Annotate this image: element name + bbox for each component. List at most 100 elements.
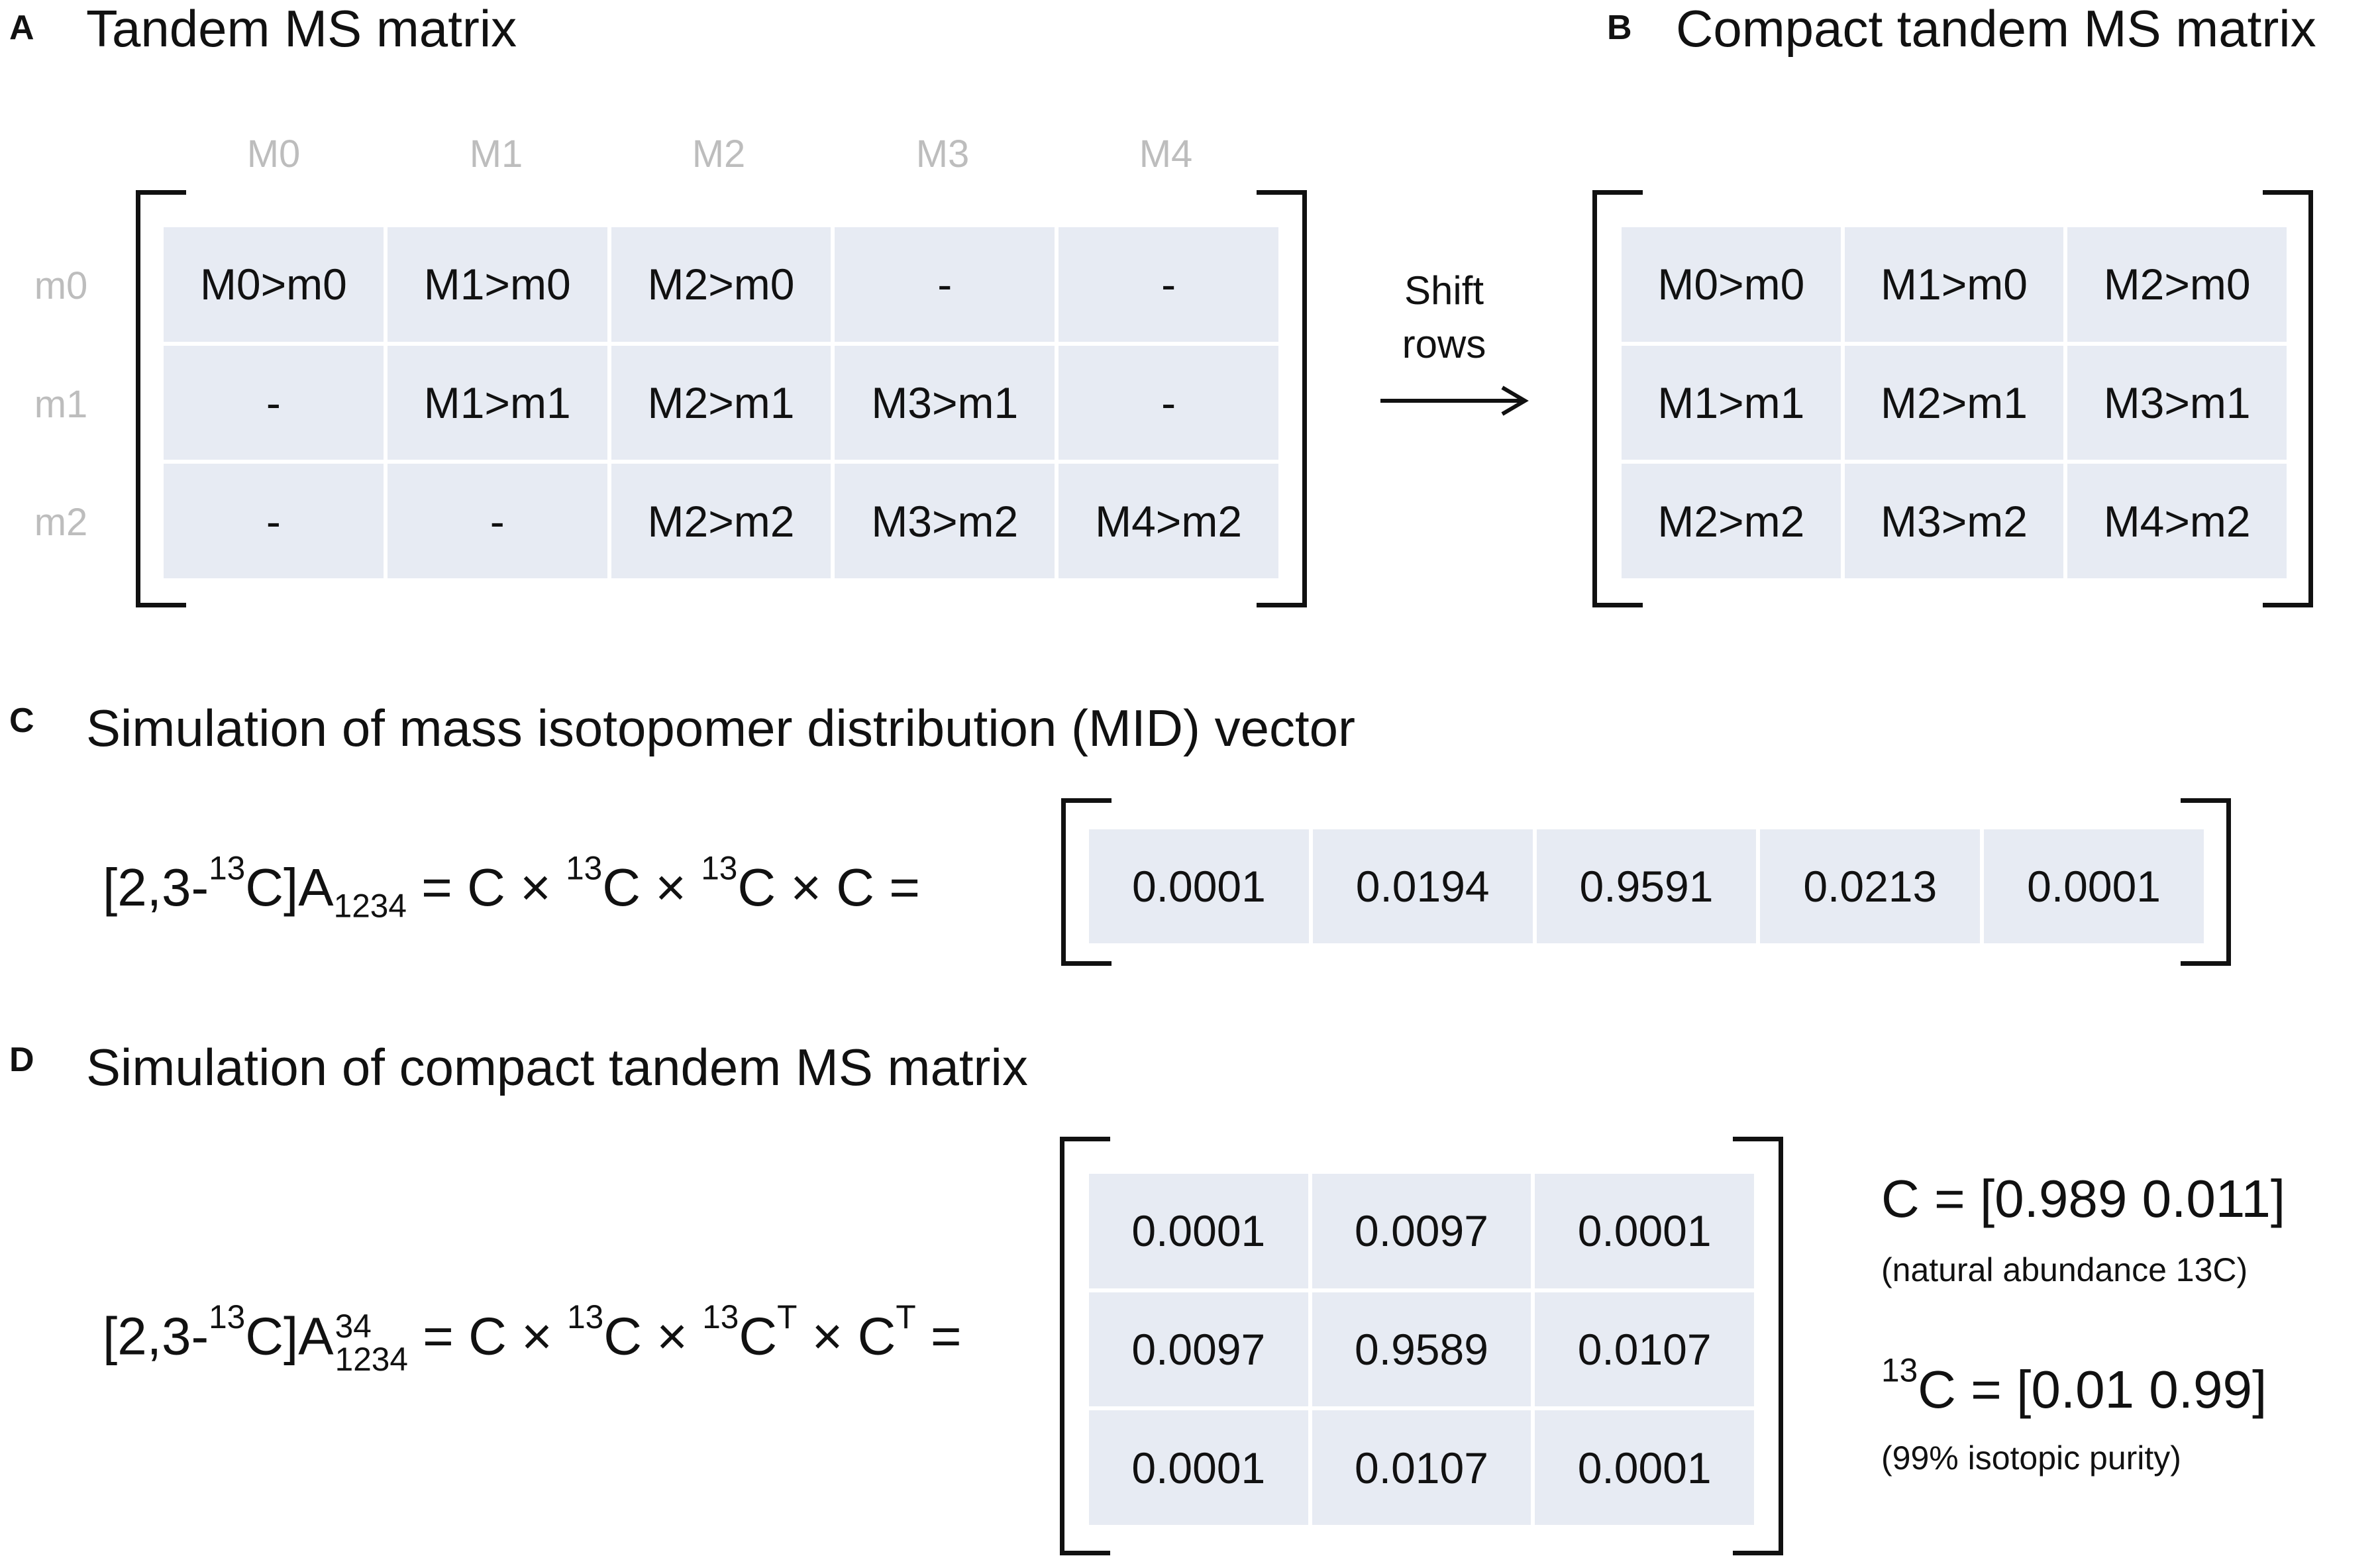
matrix-cell: 0.0097: [1312, 1174, 1531, 1288]
matrix-cell: M1>m0: [387, 227, 607, 342]
eq-superscript: T: [896, 1298, 916, 1336]
vector-cell: 0.0001: [1984, 829, 2204, 943]
matrix-cell: M3>m2: [1844, 464, 2064, 578]
eq-text: [2,3-: [103, 858, 209, 917]
side-text: C = [0.01 0.99]: [1918, 1360, 2267, 1419]
vector-cell: 0.0213: [1760, 829, 1981, 943]
matrix-cell: M2>m0: [2067, 227, 2287, 342]
matrix-cell: -: [1059, 345, 1278, 460]
col-header-m3: M3: [915, 132, 970, 176]
matrix-cell: -: [835, 227, 1055, 342]
eq-text: C ×: [602, 858, 701, 917]
matrix-cell: M3>m1: [2067, 345, 2287, 460]
panel-d-right-bracket: [1733, 1137, 1783, 1555]
eq-text: C]A: [245, 858, 334, 917]
eq-text: C ×: [603, 1306, 703, 1366]
side-superscript: 13: [1881, 1351, 1918, 1389]
eq-text: C: [739, 1306, 778, 1366]
panel-d-title: Simulation of compact tandem MS matrix: [86, 1038, 1028, 1096]
matrix-cell: M0>m0: [164, 227, 384, 342]
panel-c-left-bracket: [1061, 798, 1112, 966]
mid-vector: 0.0001 0.0194 0.9591 0.0213 0.0001: [1089, 829, 2204, 943]
col-header-m2: M2: [692, 132, 746, 176]
panel-d-letter: D: [9, 1041, 34, 1079]
matrix-cell: M2>m1: [611, 345, 831, 460]
row-header-m0: m0: [34, 264, 88, 307]
matrix-cell: M4>m2: [1059, 464, 1278, 578]
matrix-cell: -: [1059, 227, 1278, 342]
matrix-cell: M1>m1: [1622, 345, 1841, 460]
row-header-m2: m2: [34, 501, 88, 544]
matrix-cell: M2>m2: [1622, 464, 1841, 578]
panel-b-right-bracket: [2263, 190, 2313, 607]
compact-tandem-ms-matrix: M0>m0 M1>m0 M2>m0 M1>m1 M2>m1 M3>m1 M2>m…: [1622, 227, 2287, 578]
panel-c-title: Simulation of mass isotopomer distributi…: [86, 699, 1355, 757]
panel-a-title: Tandem MS matrix: [86, 0, 517, 58]
eq-superscript: 34: [335, 1308, 372, 1345]
eq-text: = C ×: [407, 1306, 568, 1366]
shift-rows-label: Shift rows: [1378, 264, 1510, 371]
vector-cell: 0.9591: [1536, 829, 1757, 943]
eq-text: C × C =: [737, 858, 921, 917]
matrix-cell: 0.0001: [1089, 1410, 1308, 1525]
simulated-compact-matrix: 0.0001 0.0097 0.0001 0.0097 0.9589 0.010…: [1089, 1174, 1754, 1525]
matrix-cell: 0.0107: [1535, 1292, 1754, 1407]
matrix-cell: M2>m2: [611, 464, 831, 578]
row-header-m1: m1: [34, 383, 88, 426]
panel-c-right-bracket: [2181, 798, 2231, 966]
eq-text: × C: [797, 1306, 896, 1366]
eq-text: = C ×: [406, 858, 566, 917]
tandem-ms-matrix: M0>m0 M1>m0 M2>m0 - - - M1>m1 M2>m1 M3>m…: [164, 227, 1278, 578]
eq-superscript: 13: [209, 849, 246, 887]
panel-b-title: Compact tandem MS matrix: [1676, 0, 2316, 58]
col-header-m0: M0: [246, 132, 301, 176]
matrix-cell: M2>m0: [611, 227, 831, 342]
eq-superscript: 13: [209, 1298, 246, 1336]
matrix-cell: 0.0001: [1535, 1174, 1754, 1288]
labeled-carbon-vector: 13C = [0.01 0.99]: [1881, 1354, 2267, 1419]
matrix-cell: M0>m0: [1622, 227, 1841, 342]
shift-arrow-icon: [1380, 386, 1529, 416]
natural-abundance-note: (natural abundance 13C): [1881, 1251, 2248, 1288]
matrix-cell: -: [164, 345, 384, 460]
matrix-cell: M1>m1: [387, 345, 607, 460]
matrix-cell: M1>m0: [1844, 227, 2064, 342]
eq-text: =: [915, 1306, 962, 1366]
matrix-cell: -: [387, 464, 607, 578]
matrix-cell: M3>m1: [835, 345, 1055, 460]
matrix-cell: 0.0107: [1312, 1410, 1531, 1525]
matrix-cell: M4>m2: [2067, 464, 2287, 578]
eq-superscript: T: [777, 1298, 798, 1336]
matrix-cell: M3>m2: [835, 464, 1055, 578]
panel-a-left-bracket: [136, 190, 186, 607]
vector-cell: 0.0001: [1089, 829, 1309, 943]
eq-superscript: 13: [567, 1298, 604, 1336]
eq-superscript: 13: [702, 1298, 739, 1336]
matrix-cell: 0.0097: [1089, 1292, 1308, 1407]
shift-label-line1: Shift: [1404, 268, 1484, 313]
isotopic-purity-note: (99% isotopic purity): [1881, 1439, 2181, 1477]
col-header-m1: M1: [469, 132, 523, 176]
matrix-cell: 0.9589: [1312, 1292, 1531, 1407]
matrix-cell: 0.0001: [1089, 1174, 1308, 1288]
eq-subscript: 1234: [333, 887, 407, 925]
natural-abundance-vector: C = [0.989 0.011]: [1881, 1169, 2286, 1228]
panel-b-left-bracket: [1592, 190, 1643, 607]
panel-d-left-bracket: [1060, 1137, 1110, 1555]
panel-a-right-bracket: [1257, 190, 1307, 607]
vector-cell: 0.0194: [1312, 829, 1533, 943]
matrix-cell: 0.0001: [1535, 1410, 1754, 1525]
eq-subscript: 1234: [335, 1340, 408, 1378]
col-header-m4: M4: [1139, 132, 1193, 176]
shift-label-line2: rows: [1402, 322, 1486, 366]
matrix-cell: -: [164, 464, 384, 578]
eq-superscript: 13: [566, 849, 603, 887]
eq-text: C]A: [245, 1306, 334, 1366]
panel-a-letter: A: [9, 9, 34, 47]
panel-c-letter: C: [9, 702, 34, 740]
panel-b-letter: B: [1607, 9, 1632, 47]
matrix-cell: M2>m1: [1844, 345, 2064, 460]
eq-superscript: 13: [701, 849, 738, 887]
